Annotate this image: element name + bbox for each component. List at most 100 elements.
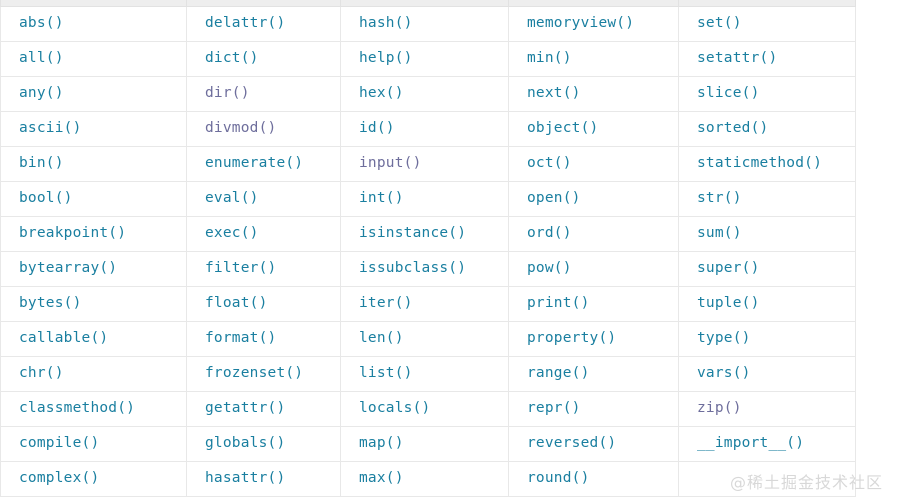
builtin-function-link[interactable]: enumerate() — [205, 155, 304, 172]
builtin-function-link[interactable]: isinstance() — [359, 225, 467, 242]
builtin-function-link[interactable]: dict() — [205, 50, 259, 67]
builtin-function-link[interactable]: help() — [359, 50, 413, 67]
table-cell: slice() — [678, 76, 856, 112]
builtin-function-link[interactable]: id() — [359, 120, 395, 137]
builtin-function-link[interactable]: hash() — [359, 15, 413, 32]
builtin-function-link[interactable]: bytearray() — [19, 260, 118, 277]
builtin-function-link[interactable]: globals() — [205, 435, 286, 452]
table-cell: delattr() — [186, 6, 341, 42]
table-row: bool() eval() int() open() str() — [0, 181, 856, 217]
builtin-function-link[interactable]: next() — [527, 85, 581, 102]
table-cell: set() — [678, 6, 856, 42]
table-row: bin() enumerate() input() oct() staticmethod… — [0, 146, 856, 182]
builtin-function-link[interactable]: open() — [527, 190, 581, 207]
builtin-function-link[interactable]: max() — [359, 470, 404, 487]
table-header — [0, 0, 856, 7]
builtin-function-link[interactable]: iter() — [359, 295, 413, 312]
builtin-function-link[interactable]: range() — [527, 365, 590, 382]
builtin-function-link[interactable]: vars() — [697, 365, 751, 382]
builtin-function-link[interactable]: memoryview() — [527, 15, 635, 32]
builtin-function-link[interactable]: sorted() — [697, 120, 769, 137]
builtin-function-link[interactable]: slice() — [697, 85, 760, 102]
builtin-function-link[interactable]: min() — [527, 50, 572, 67]
table-cell — [678, 461, 856, 497]
table-cell: int() — [340, 181, 509, 217]
table-cell: help() — [340, 41, 509, 77]
builtin-function-link[interactable]: object() — [527, 120, 599, 137]
table-row: bytes() float() iter() print() tuple() — [0, 286, 856, 322]
builtin-function-link[interactable]: delattr() — [205, 15, 286, 32]
builtin-function-link[interactable]: getattr() — [205, 400, 286, 417]
table-cell: zip() — [678, 391, 856, 427]
builtin-function-link[interactable]: sum() — [697, 225, 742, 242]
table-cell: breakpoint() — [0, 216, 187, 252]
builtin-function-link[interactable]: input() — [359, 155, 422, 172]
builtin-function-link[interactable]: exec() — [205, 225, 259, 242]
builtin-function-link[interactable]: issubclass() — [359, 260, 467, 277]
builtin-function-link[interactable]: set() — [697, 15, 742, 32]
builtin-function-link[interactable]: bytes() — [19, 295, 82, 312]
table-cell: min() — [508, 41, 679, 77]
builtin-function-link[interactable]: setattr() — [697, 50, 778, 67]
builtin-function-link[interactable]: oct() — [527, 155, 572, 172]
builtin-function-link[interactable]: frozenset() — [205, 365, 304, 382]
builtin-function-link[interactable]: str() — [697, 190, 742, 207]
table-cell: str() — [678, 181, 856, 217]
builtin-function-link[interactable]: any() — [19, 85, 64, 102]
table-cell: abs() — [0, 6, 187, 42]
builtin-function-link[interactable]: property() — [527, 330, 617, 347]
builtin-function-link[interactable]: __import__() — [697, 435, 805, 452]
builtin-function-link[interactable]: round() — [527, 470, 590, 487]
builtin-function-link[interactable]: hasattr() — [205, 470, 286, 487]
builtin-function-link[interactable]: staticmethod() — [697, 155, 823, 172]
builtin-function-link[interactable]: locals() — [359, 400, 431, 417]
table-cell: setattr() — [678, 41, 856, 77]
builtin-function-link[interactable]: pow() — [527, 260, 572, 277]
builtin-function-link[interactable]: breakpoint() — [19, 225, 127, 242]
table-cell: any() — [0, 76, 187, 112]
table-row: abs() delattr() hash() memoryview() set() — [0, 6, 856, 42]
builtin-function-link[interactable]: all() — [19, 50, 64, 67]
table-cell: globals() — [186, 426, 341, 462]
builtin-function-link[interactable]: zip() — [697, 400, 742, 417]
builtin-function-link[interactable]: filter() — [205, 260, 277, 277]
builtin-function-link[interactable]: format() — [205, 330, 277, 347]
table-row: breakpoint() exec() isinstance() ord() sum() — [0, 216, 856, 252]
builtin-function-link[interactable]: repr() — [527, 400, 581, 417]
builtin-function-link[interactable]: map() — [359, 435, 404, 452]
table-cell: reversed() — [508, 426, 679, 462]
table-cell: float() — [186, 286, 341, 322]
builtin-function-link[interactable]: complex() — [19, 470, 100, 487]
builtin-function-link[interactable]: classmethod() — [19, 400, 136, 417]
builtin-function-link[interactable]: chr() — [19, 365, 64, 382]
builtin-function-link[interactable]: eval() — [205, 190, 259, 207]
builtin-function-link[interactable]: reversed() — [527, 435, 617, 452]
builtin-function-link[interactable]: len() — [359, 330, 404, 347]
builtin-function-link[interactable]: divmod() — [205, 120, 277, 137]
builtin-function-link[interactable]: ascii() — [19, 120, 82, 137]
builtin-function-link[interactable]: type() — [697, 330, 751, 347]
table-cell: round() — [508, 461, 679, 497]
table-cell: divmod() — [186, 111, 341, 147]
builtin-function-link[interactable]: bin() — [19, 155, 64, 172]
table-cell: bytes() — [0, 286, 187, 322]
builtin-function-link[interactable]: ord() — [527, 225, 572, 242]
table-cell: dict() — [186, 41, 341, 77]
builtin-function-link[interactable]: compile() — [19, 435, 100, 452]
table-cell: chr() — [0, 356, 187, 392]
builtin-function-link[interactable]: float() — [205, 295, 268, 312]
builtin-function-link[interactable]: callable() — [19, 330, 109, 347]
table-cell: type() — [678, 321, 856, 357]
builtin-function-link[interactable]: dir() — [205, 85, 250, 102]
table-cell: locals() — [340, 391, 509, 427]
table-cell: object() — [508, 111, 679, 147]
builtin-function-link[interactable]: int() — [359, 190, 404, 207]
builtin-function-link[interactable]: list() — [359, 365, 413, 382]
builtin-function-link[interactable]: hex() — [359, 85, 404, 102]
builtin-function-link[interactable]: super() — [697, 260, 760, 277]
table-cell: filter() — [186, 251, 341, 287]
builtin-function-link[interactable]: tuple() — [697, 295, 760, 312]
builtin-function-link[interactable]: print() — [527, 295, 590, 312]
builtin-function-link[interactable]: bool() — [19, 190, 73, 207]
builtin-function-link[interactable]: abs() — [19, 15, 64, 32]
